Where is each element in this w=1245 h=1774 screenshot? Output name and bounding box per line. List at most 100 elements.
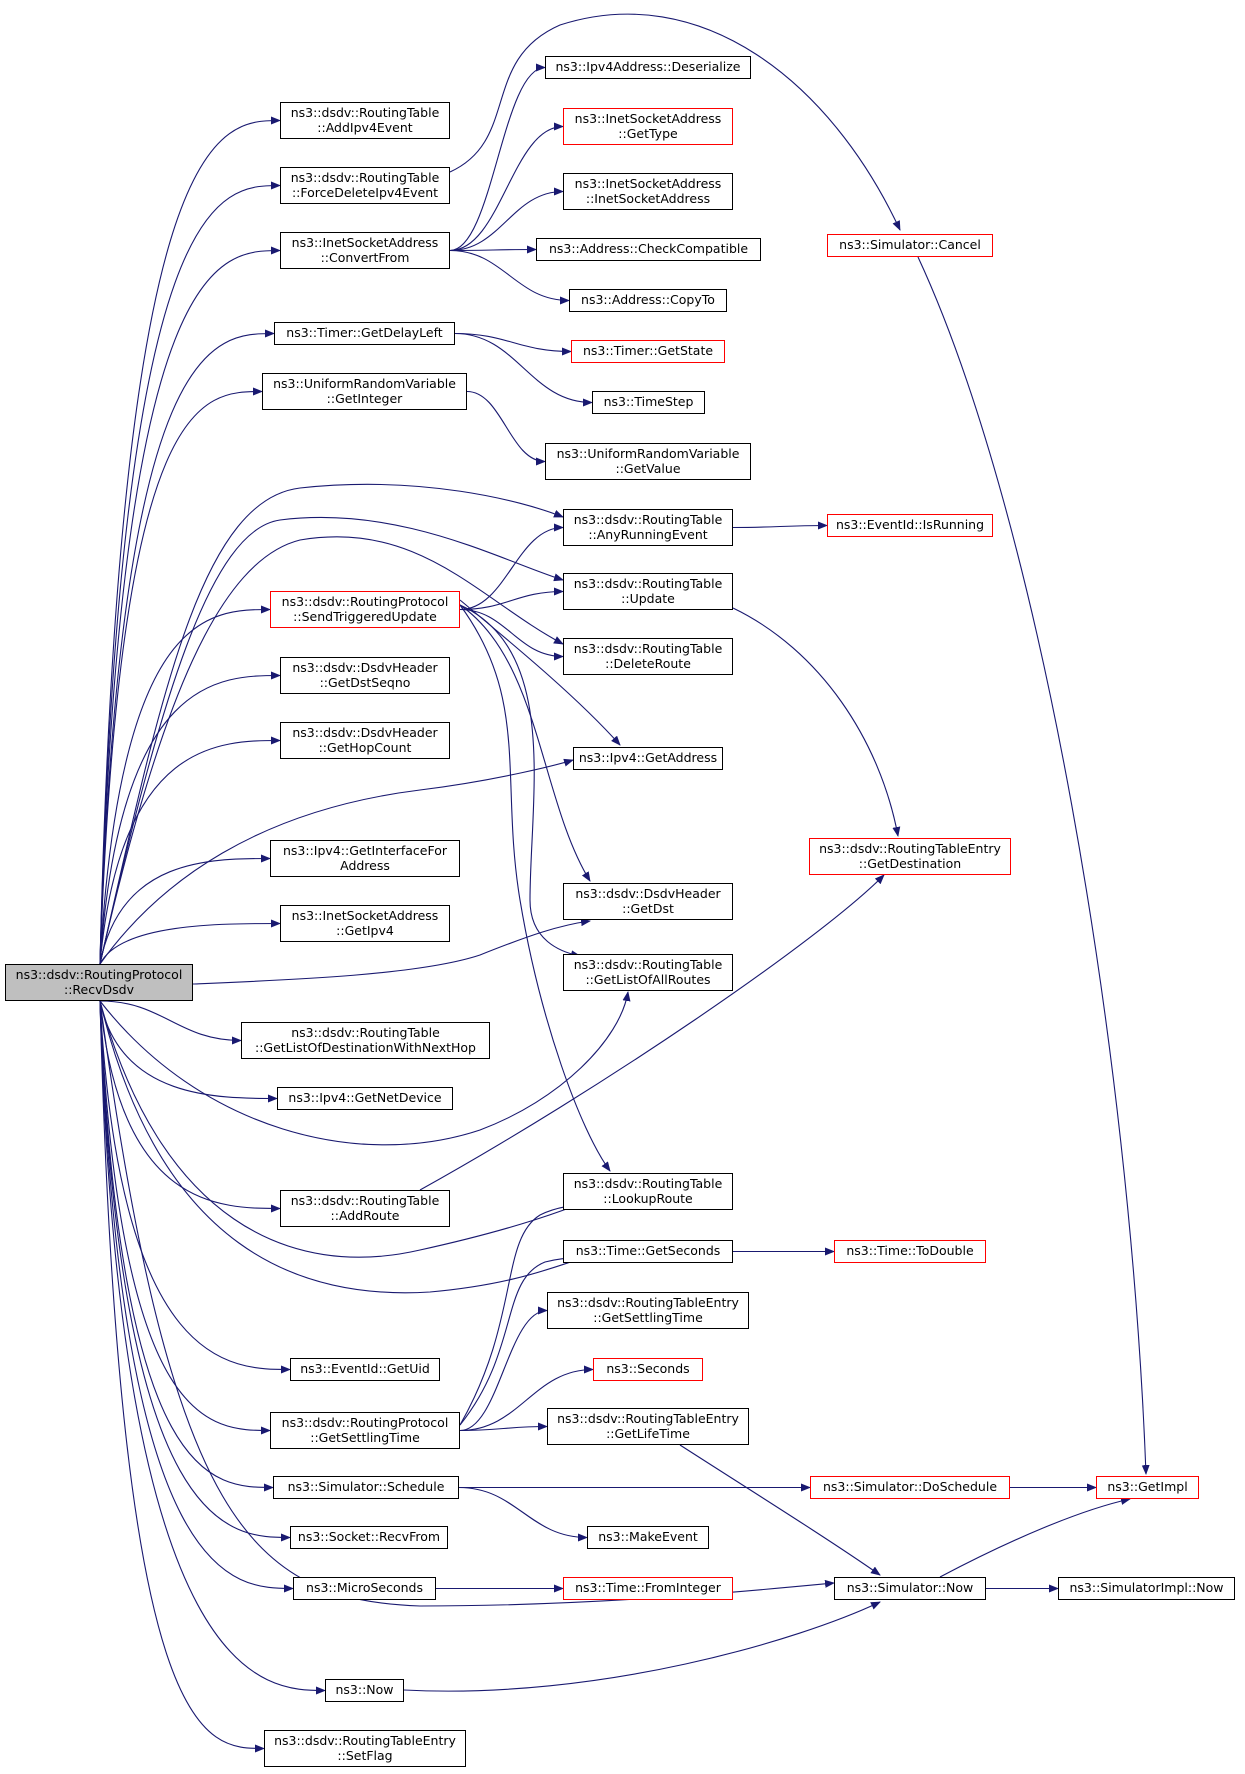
edge-getsettlingtime-to-seconds [459,1365,594,1432]
node-getuid[interactable]: ns3::EventId::GetUid [290,1358,440,1381]
node-label: ::GetLifeTime [606,1425,690,1441]
node-label: ns3::Time::ToDouble [846,1243,974,1259]
node-doschedule[interactable]: ns3::Simulator::DoSchedule [810,1476,1010,1499]
node-label: ns3::dsdv::RoutingProtocol [281,1415,449,1430]
node-addipv4event[interactable]: ns3::dsdv::RoutingTable::AddIpv4Event [280,102,450,139]
node-sendtriggered[interactable]: ns3::dsdv::RoutingProtocol::SendTriggere… [270,591,460,628]
edge-root-to-convertfrom [99,246,281,965]
node-label: ns3::EventId::IsRunning [835,517,985,533]
node-label: ::SendTriggeredUpdate [293,608,437,624]
node-timestep[interactable]: ns3::TimeStep [592,391,705,414]
node-getvalue[interactable]: ns3::UniformRandomVariable::GetValue [545,443,751,480]
node-entrysettling[interactable]: ns3::dsdv::RoutingTableEntry::GetSettlin… [547,1292,749,1329]
node-cancel[interactable]: ns3::Simulator::Cancel [827,234,993,257]
node-label: ::GetIpv4 [336,922,394,938]
edge-sendtriggered-to-getlistall [459,604,581,959]
edge-root-to-schedule [99,1000,274,1492]
node-makeevent[interactable]: ns3::MakeEvent [587,1526,709,1549]
node-getstate[interactable]: ns3::Timer::GetState [571,340,725,363]
node-checkcompatible[interactable]: ns3::Address::CheckCompatible [536,238,761,261]
node-forcedelete[interactable]: ns3::dsdv::RoutingTable::ForceDeleteIpv4… [280,167,450,204]
node-label: ns3::dsdv::RoutingTable [573,576,723,591]
node-label: ::GetSettlingTime [310,1429,420,1445]
node-microseconds[interactable]: ns3::MicroSeconds [293,1577,436,1600]
node-getdstseqno[interactable]: ns3::dsdv::DsdvHeader::GetDstSeqno [280,657,450,694]
node-todouble[interactable]: ns3::Time::ToDouble [834,1240,986,1263]
node-update[interactable]: ns3::dsdv::RoutingTable::Update [563,573,733,610]
node-label: ns3::dsdv::RoutingTableEntry [819,841,1001,856]
node-copyto[interactable]: ns3::Address::CopyTo [569,289,727,312]
edge-root-to-deleteroute [99,536,564,965]
node-label: ns3::dsdv::RoutingTable [573,641,723,656]
node-anyrunning[interactable]: ns3::dsdv::RoutingTable::AnyRunningEvent [563,509,733,546]
node-convertfrom[interactable]: ns3::InetSocketAddress::ConvertFrom [280,232,450,269]
edge-getsettlingtime-to-getseconds [459,1253,591,1426]
node-seconds[interactable]: ns3::Seconds [593,1358,703,1381]
node-getdelayleft[interactable]: ns3::Timer::GetDelayLeft [274,322,455,345]
node-recvfrom[interactable]: ns3::Socket::RecvFrom [290,1526,448,1549]
node-label: ns3::Time::FromInteger [575,1580,721,1596]
node-label: ns3::dsdv::DsdvHeader [575,886,721,901]
node-gettype[interactable]: ns3::InetSocketAddress::GetType [563,108,733,145]
node-label: ::GetListOfAllRoutes [585,971,711,987]
node-getinteger[interactable]: ns3::UniformRandomVariable::GetInteger [262,373,467,410]
edge-cancel-to-getimpl [917,256,1150,1475]
edge-root-to-anyrunning [99,483,564,965]
node-label: ns3::dsdv::DsdvHeader [292,660,438,675]
node-inetsocketaddress[interactable]: ns3::InetSocketAddress::InetSocketAddres… [563,173,733,210]
node-addroute[interactable]: ns3::dsdv::RoutingTable::AddRoute [280,1190,450,1227]
edge-root-to-getsettlingtime [99,1000,271,1435]
node-label: ns3::Address::CopyTo [581,292,715,308]
edge-root-to-gethopcount [99,736,281,965]
node-label: ::GetType [618,125,678,141]
node-getseconds[interactable]: ns3::Time::GetSeconds [563,1240,733,1263]
node-label: ns3::EventId::GetUid [300,1361,430,1377]
node-simnow[interactable]: ns3::Simulator::Now [834,1577,986,1600]
node-setflag[interactable]: ns3::dsdv::RoutingTableEntry::SetFlag [264,1730,466,1767]
edge-getinteger-to-getvalue [466,390,546,466]
node-now[interactable]: ns3::Now [325,1679,404,1702]
node-label: ns3::Ipv4::GetNetDevice [288,1090,442,1106]
node-label: ns3::Simulator::DoSchedule [822,1479,998,1495]
node-getlistall[interactable]: ns3::dsdv::RoutingTable::GetListOfAllRou… [563,954,733,991]
edge-root-to-getdelayleft [99,329,275,965]
edge-addroute-to-getdestination [419,874,885,1191]
node-getimpl[interactable]: ns3::GetImpl [1096,1476,1199,1499]
node-label: ::Update [621,590,675,606]
node-root[interactable]: ns3::dsdv::RoutingProtocol::RecvDsdv [5,964,193,1001]
node-getaddress[interactable]: ns3::Ipv4::GetAddress [573,747,723,770]
node-label: ::GetHopCount [318,739,412,755]
node-getipv4[interactable]: ns3::InetSocketAddress::GetIpv4 [280,905,450,942]
edge-sendtriggered-to-update [459,587,564,611]
node-label: ns3::InetSocketAddress [574,176,722,191]
node-getlistnexthop[interactable]: ns3::dsdv::RoutingTable::GetListOfDestin… [241,1022,490,1059]
node-lookuproute[interactable]: ns3::dsdv::RoutingTable::LookupRoute [563,1173,733,1210]
node-label: ns3::dsdv::RoutingTable [573,1176,723,1191]
node-getsettlingtime[interactable]: ns3::dsdv::RoutingProtocol::GetSettlingT… [270,1412,460,1449]
node-simimplnow[interactable]: ns3::SimulatorImpl::Now [1058,1577,1235,1600]
node-label: ns3::dsdv::RoutingTable [573,957,723,972]
node-label: ns3::Time::GetSeconds [575,1243,721,1259]
node-gethopcount[interactable]: ns3::dsdv::DsdvHeader::GetHopCount [280,722,450,759]
node-deserialize[interactable]: ns3::Ipv4Address::Deserialize [545,56,751,79]
edge-update-to-getdestination [732,607,901,837]
node-getnetdevice[interactable]: ns3::Ipv4::GetNetDevice [277,1087,453,1110]
node-frominteger[interactable]: ns3::Time::FromInteger [563,1577,733,1600]
node-label: ns3::InetSocketAddress [291,908,439,923]
node-label: ns3::dsdv::DsdvHeader [292,725,438,740]
edge-root-to-getlistnexthop [99,1000,242,1045]
node-getdestination[interactable]: ns3::dsdv::RoutingTableEntry::GetDestina… [809,838,1011,875]
edge-root-to-sendtriggered [99,605,271,965]
node-label: ::AnyRunningEvent [588,526,708,542]
edge-root-to-getseconds [99,1000,591,1294]
node-getlifetime[interactable]: ns3::dsdv::RoutingTableEntry::GetLifeTim… [547,1408,749,1445]
edge-sendtriggered-to-anyrunning [459,523,564,611]
node-label: ns3::Seconds [606,1361,690,1377]
node-label: ns3::Simulator::Now [846,1580,974,1596]
node-getdst[interactable]: ns3::dsdv::DsdvHeader::GetDst [563,883,733,920]
edge-root-to-recvfrom [99,1000,291,1542]
node-deleteroute[interactable]: ns3::dsdv::RoutingTable::DeleteRoute [563,638,733,675]
node-isrunning[interactable]: ns3::EventId::IsRunning [827,514,993,537]
node-schedule[interactable]: ns3::Simulator::Schedule [273,1476,459,1499]
